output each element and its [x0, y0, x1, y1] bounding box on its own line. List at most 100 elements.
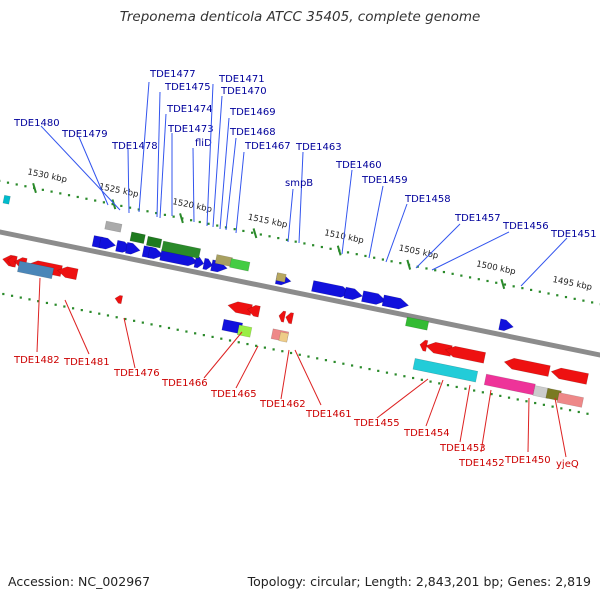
- gene-label-flid: fliD: [195, 138, 212, 149]
- scale-dot: [216, 224, 219, 227]
- leader-line: [235, 151, 245, 234]
- major-tick: [179, 213, 184, 224]
- scale-dot: [63, 305, 66, 308]
- reverse-cds-arrow: [56, 266, 79, 281]
- scale-dot: [289, 351, 293, 355]
- feature-bar: [278, 331, 289, 343]
- scale-dot: [451, 272, 454, 275]
- scale-dot: [15, 183, 18, 186]
- accession-text: Accession: NC_002967: [8, 574, 151, 589]
- scale-dot: [67, 194, 71, 197]
- gene-label-tde1463: TDE1463: [295, 142, 342, 153]
- scale-dot: [355, 253, 358, 256]
- scale-dot: [473, 389, 476, 392]
- leader-line: [159, 113, 167, 219]
- scale-dot: [263, 346, 266, 349]
- gene-label-tde1462: TDE1462: [259, 399, 306, 410]
- scale-dot: [150, 323, 153, 326]
- forward-cds-arrow: [98, 236, 117, 250]
- scale-dot: [233, 228, 236, 231]
- gene-label-tde1470: TDE1470: [220, 86, 267, 97]
- scale-dot: [172, 215, 175, 218]
- feature-bar: [229, 258, 251, 272]
- leader-line: [192, 147, 195, 223]
- gene-label-tde1475: TDE1475: [164, 82, 211, 93]
- scale-dot: [246, 342, 249, 346]
- scale-dot: [141, 321, 144, 324]
- scale-dot: [242, 229, 245, 233]
- gene-label-tde1465: TDE1465: [210, 389, 257, 400]
- scale-dot: [94, 199, 97, 202]
- scale-dot: [394, 373, 397, 376]
- scale-dot: [106, 314, 110, 317]
- scale-dot: [564, 295, 568, 299]
- scale-dot: [368, 367, 371, 371]
- scale-dot: [98, 312, 101, 315]
- scale-dot: [146, 210, 149, 213]
- feature-bar: [104, 220, 123, 233]
- gene-label-tde1474: TDE1474: [166, 104, 213, 115]
- reverse-cds-arrow: [227, 301, 253, 316]
- leader-line: [376, 378, 429, 419]
- leader-line: [206, 83, 214, 227]
- feature-bar: [532, 385, 551, 399]
- scale-dot: [285, 238, 289, 241]
- leader-line: [368, 185, 384, 259]
- gene-label-tde1457: TDE1457: [454, 213, 501, 224]
- forward-cds-arrow: [498, 318, 514, 332]
- reverse-cds-arrow: [247, 304, 261, 318]
- scale-dot: [455, 385, 458, 389]
- scale-dot: [503, 283, 507, 286]
- reverse-cds-arrow: [419, 339, 429, 352]
- lower-scale-row: [2, 292, 589, 415]
- scale-dot: [530, 288, 533, 292]
- reverse-cds-arrow: [114, 295, 124, 305]
- reverse-cds-arrow: [285, 312, 295, 325]
- scale-dot: [516, 398, 519, 401]
- leader-line: [123, 317, 136, 369]
- scale-dot: [259, 233, 262, 236]
- feature-bar: [556, 392, 584, 408]
- scale-dot: [446, 384, 450, 387]
- scale-dot: [477, 278, 480, 281]
- scale-dot: [364, 254, 367, 258]
- leader-line: [219, 117, 230, 230]
- scale-dot: [324, 359, 328, 362]
- forward-cds-arrow: [381, 294, 410, 310]
- gene-label-tde1473: TDE1473: [167, 124, 214, 135]
- scale-dot: [2, 292, 5, 296]
- major-tick: [406, 259, 412, 270]
- scale-dot: [24, 185, 27, 188]
- genome-backbone: [0, 229, 600, 358]
- scale-dot: [346, 251, 350, 254]
- forward-cds-arrow: [147, 246, 165, 260]
- gene-label-tde1469: TDE1469: [229, 107, 276, 118]
- feature-bar: [129, 231, 146, 244]
- scale-dot: [577, 410, 580, 414]
- leader-line: [212, 95, 223, 228]
- major-tick: [252, 228, 258, 239]
- scale-dot: [89, 310, 92, 313]
- scale-dot: [560, 407, 563, 410]
- gene-label-tde1467: TDE1467: [244, 141, 291, 152]
- scale-dot: [329, 247, 332, 250]
- scale-dot: [6, 181, 10, 184]
- scale-dot: [359, 366, 362, 369]
- scale-dot: [159, 325, 162, 328]
- scale-dot: [163, 213, 167, 216]
- gene-label-tde1480: TDE1480: [13, 118, 60, 129]
- leader-line: [280, 349, 290, 400]
- gene-label-yjeq: yjeQ: [556, 459, 579, 470]
- position-label: 1520 kbp: [172, 197, 213, 215]
- feature-bar: [275, 272, 287, 283]
- scale-dot: [425, 267, 428, 270]
- leader-line: [527, 397, 530, 453]
- scale-dot: [220, 337, 223, 340]
- scale-dot: [298, 353, 301, 356]
- gene-label-tde1454: TDE1454: [403, 428, 450, 439]
- reverse-cds-arrow: [503, 357, 551, 377]
- scale-dot: [189, 219, 193, 222]
- gene-label-tde1458: TDE1458: [404, 194, 451, 205]
